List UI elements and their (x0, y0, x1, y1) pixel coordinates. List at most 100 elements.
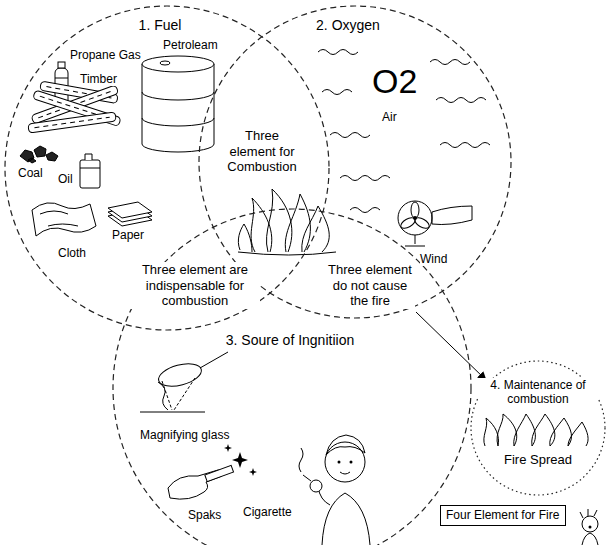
center-flame (238, 252, 336, 255)
magnifying-glass (140, 352, 228, 412)
center-flame (238, 189, 336, 255)
magnifying-glass (158, 382, 168, 410)
propane-cylinder (58, 62, 65, 68)
node-title: 4. Maintenance of combustion (478, 378, 598, 407)
caption-box: Four Element for Fire (440, 505, 566, 526)
fan (398, 201, 432, 246)
center-flame (302, 206, 329, 252)
petroleum-drum (142, 92, 214, 126)
circle-outline (113, 209, 471, 545)
air-waves (350, 208, 380, 213)
oxygen-symbol: O2 (372, 64, 417, 98)
air-waves (318, 50, 490, 213)
oil-can (80, 154, 100, 188)
timber-logs (28, 81, 121, 133)
oil-can (80, 168, 100, 169)
oil-can (85, 154, 92, 160)
maintenance-circle: 4. Maintenance of combustionFire Spread (470, 360, 606, 496)
oxygen-label: Wind (420, 252, 447, 266)
smoking-person (340, 472, 350, 474)
cloth (40, 211, 78, 226)
fan (405, 246, 425, 247)
ignition-circle: 3. Soure of Ingnitiion (112, 208, 472, 545)
smoking-person (310, 480, 322, 492)
spread-flames (484, 414, 588, 446)
petroleum-drum (142, 56, 214, 72)
smoking-person (350, 461, 353, 464)
fan (413, 216, 431, 231)
hand (432, 206, 472, 225)
node-title: Four Element for Fire (446, 508, 559, 522)
fuel-label: Petroleam (163, 38, 218, 52)
spread-flames (568, 422, 588, 446)
air-waves (430, 60, 470, 65)
fuel-label: Propane Gas (70, 48, 141, 62)
spark-hand (224, 444, 232, 452)
surprised-person (582, 516, 598, 532)
coal-pieces (20, 146, 58, 163)
oxygen-label: Air (382, 110, 397, 124)
timber-logs (28, 112, 116, 133)
spread-flames (484, 418, 499, 446)
smoking-person (299, 435, 370, 545)
fuel-label: Paper (112, 228, 144, 242)
fan (411, 202, 419, 218)
overlap-label: Three element for Combustion (222, 128, 302, 175)
paper-stack (108, 202, 152, 218)
propane-cylinder (55, 78, 68, 79)
ignition-label: Cigarette (243, 505, 292, 519)
spark-hand (249, 468, 257, 476)
surprised-person (580, 509, 597, 518)
node-caption: Fire Spread (488, 452, 588, 468)
magnifying-glass (174, 378, 195, 410)
cloth (32, 203, 96, 236)
fan (398, 201, 432, 235)
oil-can (80, 160, 100, 188)
cloth (32, 203, 96, 236)
surprised-person (589, 526, 592, 529)
petroleum-drum (160, 61, 170, 65)
spark-hand (168, 444, 257, 499)
smoking-person (303, 475, 311, 481)
smoking-person (299, 448, 303, 472)
fan (415, 235, 416, 244)
coal-pieces (20, 146, 58, 163)
timber-logs (28, 112, 116, 133)
leader-arrow (416, 312, 486, 380)
fuel-label: Cloth (58, 246, 86, 260)
timber-logs (34, 117, 109, 128)
surprised-person (582, 533, 598, 545)
overlap-label: Three element are indispensable for comb… (130, 262, 260, 309)
spark-hand (205, 465, 234, 481)
paper-stack (108, 202, 152, 226)
air-waves (318, 50, 358, 55)
smoking-person (325, 442, 365, 482)
air-waves (330, 133, 370, 138)
fuel-label: Oil (58, 172, 73, 186)
leader-arrow (416, 312, 486, 380)
air-waves (340, 176, 390, 181)
petroleum-drum (142, 64, 214, 152)
node-title: 3. Soure of Ingnitiion (215, 332, 365, 349)
air-waves (322, 90, 352, 95)
center-flame (285, 194, 310, 252)
air-waves (436, 98, 486, 103)
fan (399, 216, 417, 231)
circle-outline (5, 6, 329, 330)
spread-flames (532, 414, 555, 446)
spark-hand (232, 452, 248, 468)
node-title: 2. Oxygen (298, 17, 398, 34)
magnifying-glass (140, 412, 205, 413)
overlap-label: Three element do not cause the fire (325, 262, 415, 309)
ignition-label: Spaks (188, 508, 221, 522)
magnifying-glass (200, 352, 228, 368)
ignition-label: Magnifying glass (140, 428, 229, 442)
petroleum-drum (142, 56, 214, 152)
circle-outline (471, 361, 605, 495)
fuel-label: Coal (18, 166, 43, 180)
circle-outline (112, 208, 472, 545)
smoking-person (326, 435, 365, 455)
node-title: 1. Fuel (110, 17, 210, 34)
smoking-person (338, 461, 341, 464)
